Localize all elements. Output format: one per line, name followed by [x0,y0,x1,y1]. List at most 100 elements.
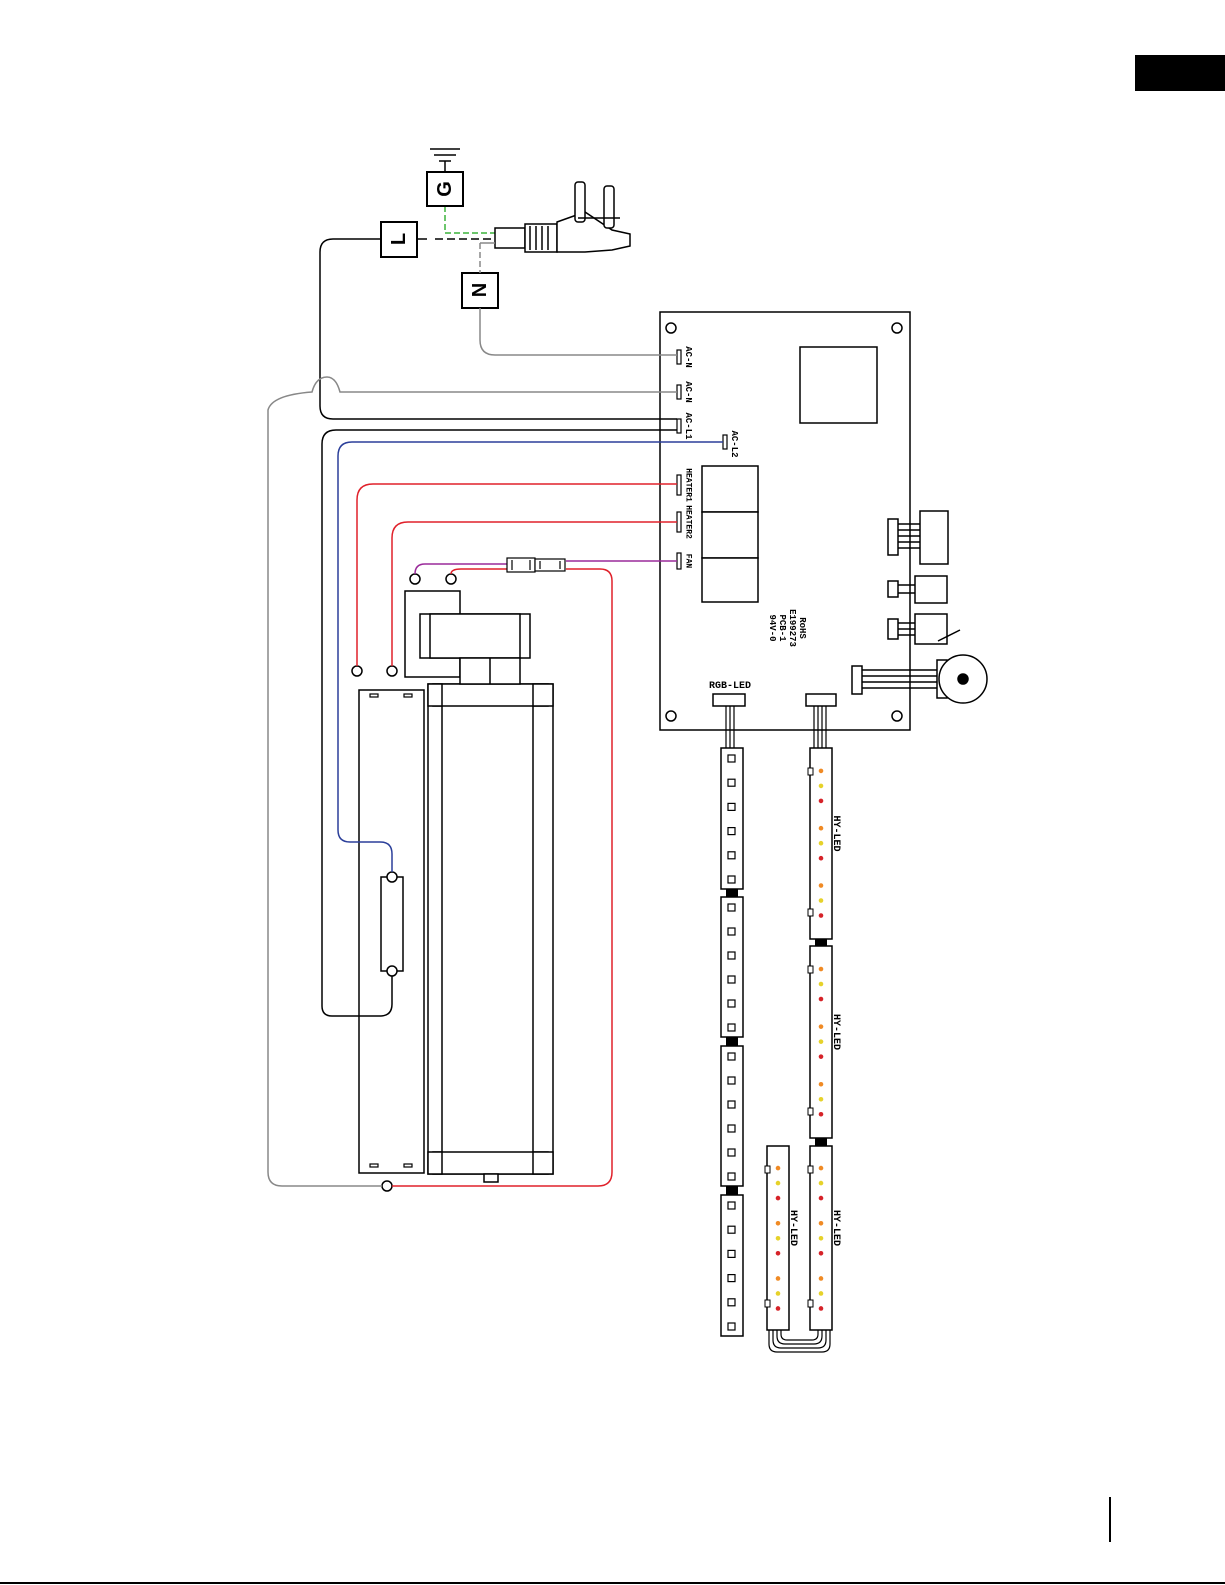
hy-led-tab [808,1300,813,1307]
terminal-fan: FAN [677,553,693,569]
terminal-label: AC-L1 [683,412,693,440]
blower-fan [428,684,553,1182]
hy-led-segment: HY-LED [808,946,841,1138]
rgb-led-joint [726,1186,738,1195]
fan-terminal [446,574,456,584]
rgb-led-segment [721,1195,743,1336]
hy-led-tab [765,1166,770,1173]
rgb-led-chip [728,1275,735,1282]
hy-led-tab [808,966,813,973]
rgb-led-chip [728,1226,735,1233]
hy-led-chip [819,1024,824,1029]
terminal-label: HEATER1 [684,468,693,502]
hy-led-chip [819,1112,824,1117]
board-chip [800,347,877,423]
board-info-line: RoHS [797,617,807,639]
hy-led-chip [819,1039,824,1044]
neutral-terminal-label: N [469,283,491,297]
hy-led-chip [819,1236,824,1241]
rgb-led-strip [721,748,743,1336]
rgb-led-chip [728,1250,735,1257]
hy-led-chip [819,883,824,888]
hy-led-chip [776,1221,781,1226]
terminal-label: FAN [684,554,693,569]
rgb-led-chip [728,1202,735,1209]
hy-led-chip [819,1054,824,1059]
rgb-led-chip [728,904,735,911]
rgb-led-chip [728,952,735,959]
rgb-led-segment [721,1046,743,1186]
neutral-terminal-box: N [462,273,498,308]
fan-wire [451,569,512,574]
hy-led-segment: HY-LED [808,1146,841,1330]
ground-terminal-box: G [427,172,463,206]
hy-led-chip [819,898,824,903]
hy-led-chip [819,856,824,861]
rgb-led-chip [728,803,735,810]
hy-led-chip [819,1196,824,1201]
hy-led-chip [776,1181,781,1186]
hy-led-segment: HY-LED [808,748,841,939]
hy-led-chip [776,1236,781,1241]
hy-led-label: HY-LED [830,815,841,851]
hy-led-chip [819,769,824,774]
hy-led-tab [808,1166,813,1173]
rgb-led-chip [728,1024,735,1031]
rgb-led-joint [726,889,738,897]
hy-led-tab [808,768,813,775]
limit-switch-terminal [387,966,397,976]
rgb-led-segment [721,748,743,889]
relay-block [702,466,758,602]
line-terminal-box: L [381,222,417,257]
hy-led-joint [815,939,827,946]
buzzer-icon [937,655,987,703]
line-terminal-label: L [388,233,410,245]
hy-led-chip [776,1166,781,1171]
rgb-led-chip [728,1000,735,1007]
board-info-line: PCB-1 [777,614,787,642]
rgb-led-segment [721,897,743,1037]
rgb-led-chip [728,1173,735,1180]
rgb-led-chip [728,755,735,762]
hy-led-chip [776,1291,781,1296]
hy-led-tab [765,1300,770,1307]
hy-led-segment: HY-LED [765,1146,798,1330]
rgb-led-chip [728,1299,735,1306]
rgb-led-chip [728,779,735,786]
rgb-led-chip [728,1125,735,1132]
hy-led-joint [815,1138,827,1146]
rgb-led-joint [726,1037,738,1046]
terminal-label: HEATER2 [684,505,693,539]
rgb-led-chip [728,928,735,935]
hy-led-tab [808,1108,813,1115]
terminal-label: AC-N [683,381,693,403]
rgb-led-chip [728,1077,735,1084]
hy-led-chip [819,826,824,831]
hy-led-chip [819,913,824,918]
hy-led-chip [819,799,824,804]
neutral-wire [480,308,677,355]
fan-plug-connector [507,558,565,572]
hy-led-chip [776,1196,781,1201]
ground-terminal-label: G [434,181,456,197]
rgb-led-chip [728,828,735,835]
rgb-led-chip [728,852,735,859]
hy-led-label: HY-LED [787,1210,798,1246]
terminal-ac-n2: AC-N [677,381,693,403]
blower-motor [405,591,530,684]
hy-led-chip [819,1166,824,1171]
hy-led-label: HY-LED [830,1210,841,1246]
hy-led-chip [819,1306,824,1311]
hy-led-chip [819,1082,824,1087]
terminal-label: AC-N [683,346,693,368]
power-plug-icon [495,182,630,252]
common-terminal [382,1181,392,1191]
hy-led-chip [819,967,824,972]
rgb-led-chip [728,1149,735,1156]
hy-led-chip [776,1306,781,1311]
rgb-led-chip [728,876,735,883]
hy-led-chip [819,1181,824,1186]
hy-led-chip [776,1251,781,1256]
rgb-led-chip [728,1053,735,1060]
heater-terminal [352,666,362,676]
